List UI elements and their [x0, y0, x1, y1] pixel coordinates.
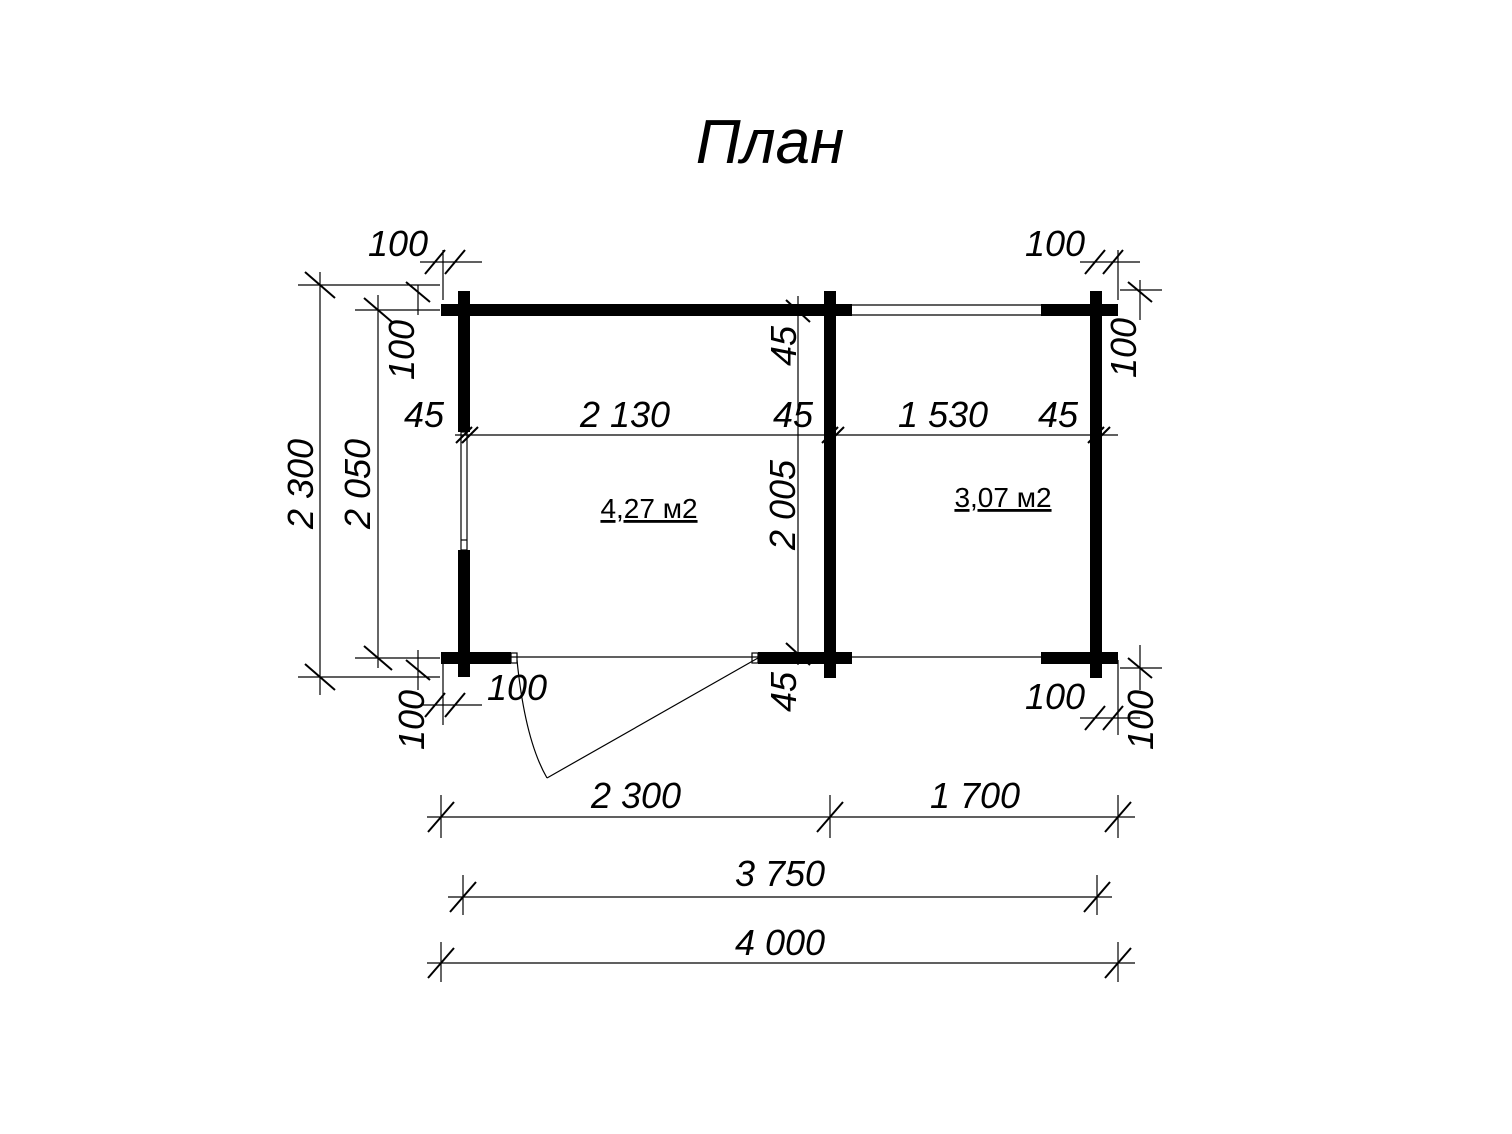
- left-vertical-dimensions: [298, 249, 482, 725]
- dim-inner-1530: 1 530: [898, 394, 988, 435]
- wall-top-left: [441, 304, 852, 316]
- dim-bottom-right-100: 100: [1025, 676, 1085, 717]
- room-left-area: 4,27 м2: [600, 493, 697, 524]
- door-leaf: [546, 657, 759, 779]
- dim-inner-left-45: 45: [404, 394, 445, 435]
- dim-width-1700: 1 700: [930, 775, 1020, 816]
- dim-top-right-100: 100: [1025, 223, 1085, 264]
- room-right-area: 3,07 м2: [954, 482, 1051, 513]
- bottom-dimensions: [427, 795, 1135, 982]
- wall-bottom-mid-stub: [758, 652, 852, 664]
- window-left: [460, 431, 468, 551]
- dim-width-2300: 2 300: [590, 775, 681, 816]
- wall-left-upper: [458, 291, 470, 432]
- dim-mid-v-45-bottom: 45: [763, 671, 804, 712]
- right-small-dimensions: [1080, 249, 1162, 735]
- door-swing-arc: [516, 659, 548, 779]
- dim-top-left-100: 100: [368, 223, 428, 264]
- openings: [460, 304, 1041, 779]
- dim-height-2050: 2 050: [337, 439, 378, 530]
- plan-title: План: [696, 108, 845, 177]
- dim-bottom-door-100: 100: [487, 667, 547, 708]
- dim-width-3750: 3 750: [735, 853, 825, 894]
- wall-bottom-right-stub: [1041, 652, 1118, 664]
- dim-inner-right-45: 45: [1038, 394, 1079, 435]
- middle-vertical-dimension: [785, 296, 824, 666]
- inner-dimension-line: [455, 426, 1118, 444]
- wall-middle: [824, 291, 836, 678]
- dim-inner-mid-45: 45: [773, 394, 814, 435]
- dim-mid-v-45-top: 45: [763, 325, 804, 366]
- walls: [441, 291, 1118, 678]
- wall-top-right-stub: [1041, 304, 1118, 316]
- dim-right-v-100-bottom: 100: [1120, 690, 1161, 750]
- dim-width-4000: 4 000: [735, 922, 825, 963]
- dim-left-v-100-bottom: 100: [391, 690, 432, 750]
- dim-height-2005: 2 005: [762, 459, 803, 551]
- wall-right: [1090, 291, 1102, 678]
- wall-left-lower: [458, 550, 470, 677]
- dim-left-v-100-top: 100: [381, 320, 422, 380]
- dim-height-2300: 2 300: [280, 439, 321, 530]
- dim-inner-2130: 2 130: [579, 394, 670, 435]
- wall-bottom-left-stub: [441, 652, 511, 664]
- dim-right-v-100-top: 100: [1103, 318, 1144, 378]
